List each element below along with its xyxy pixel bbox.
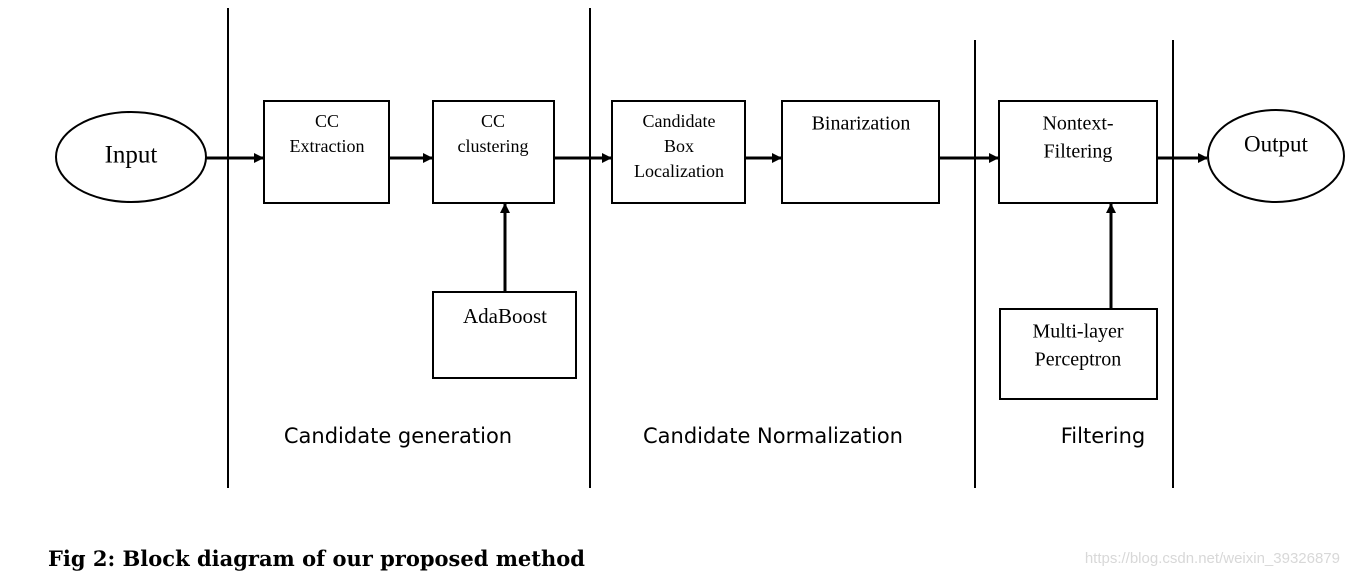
binarization-node: Binarization — [781, 100, 940, 204]
cc-extraction-line-1: CC — [315, 111, 339, 131]
figure-caption: Fig 2: Block diagram of our proposed met… — [48, 546, 585, 571]
nontext-filtering-line-1: Nontext- — [1042, 113, 1113, 135]
cc-extraction-line-2: Extraction — [290, 136, 365, 156]
mlp-line-2: Perceptron — [1035, 349, 1122, 371]
candidate-box-line-3: Localization — [634, 161, 724, 181]
nontext-filtering-line-2: Filtering — [1044, 141, 1113, 163]
candidate-box-localization-node: Candidate Box Localization — [611, 100, 746, 204]
section-filtering: Filtering — [1061, 424, 1145, 448]
candidate-box-line-1: Candidate — [643, 111, 716, 131]
nontext-filtering-node: Nontext- Filtering — [998, 100, 1158, 204]
section-candidate-generation: Candidate generation — [284, 424, 512, 448]
cc-extraction-node: CC Extraction — [263, 100, 390, 204]
mlp-line-1: Multi-layer — [1032, 321, 1123, 343]
section-candidate-normalization: Candidate Normalization — [643, 424, 903, 448]
output-label: Output — [1244, 131, 1309, 156]
input-node: Input — [55, 111, 207, 203]
watermark: https://blog.csdn.net/weixin_39326879 — [1084, 550, 1340, 567]
binarization-label: Binarization — [812, 113, 911, 135]
cc-clustering-line-2: clustering — [458, 136, 529, 156]
adaboost-label: AdaBoost — [463, 304, 547, 328]
adaboost-node: AdaBoost — [432, 291, 577, 379]
input-label: Input — [105, 142, 158, 169]
output-node: Output — [1207, 109, 1345, 203]
multilayer-perceptron-node: Multi-layer Perceptron — [999, 308, 1158, 400]
candidate-box-line-2: Box — [664, 136, 694, 156]
cc-clustering-line-1: CC — [481, 111, 505, 131]
cc-clustering-node: CC clustering — [432, 100, 555, 204]
